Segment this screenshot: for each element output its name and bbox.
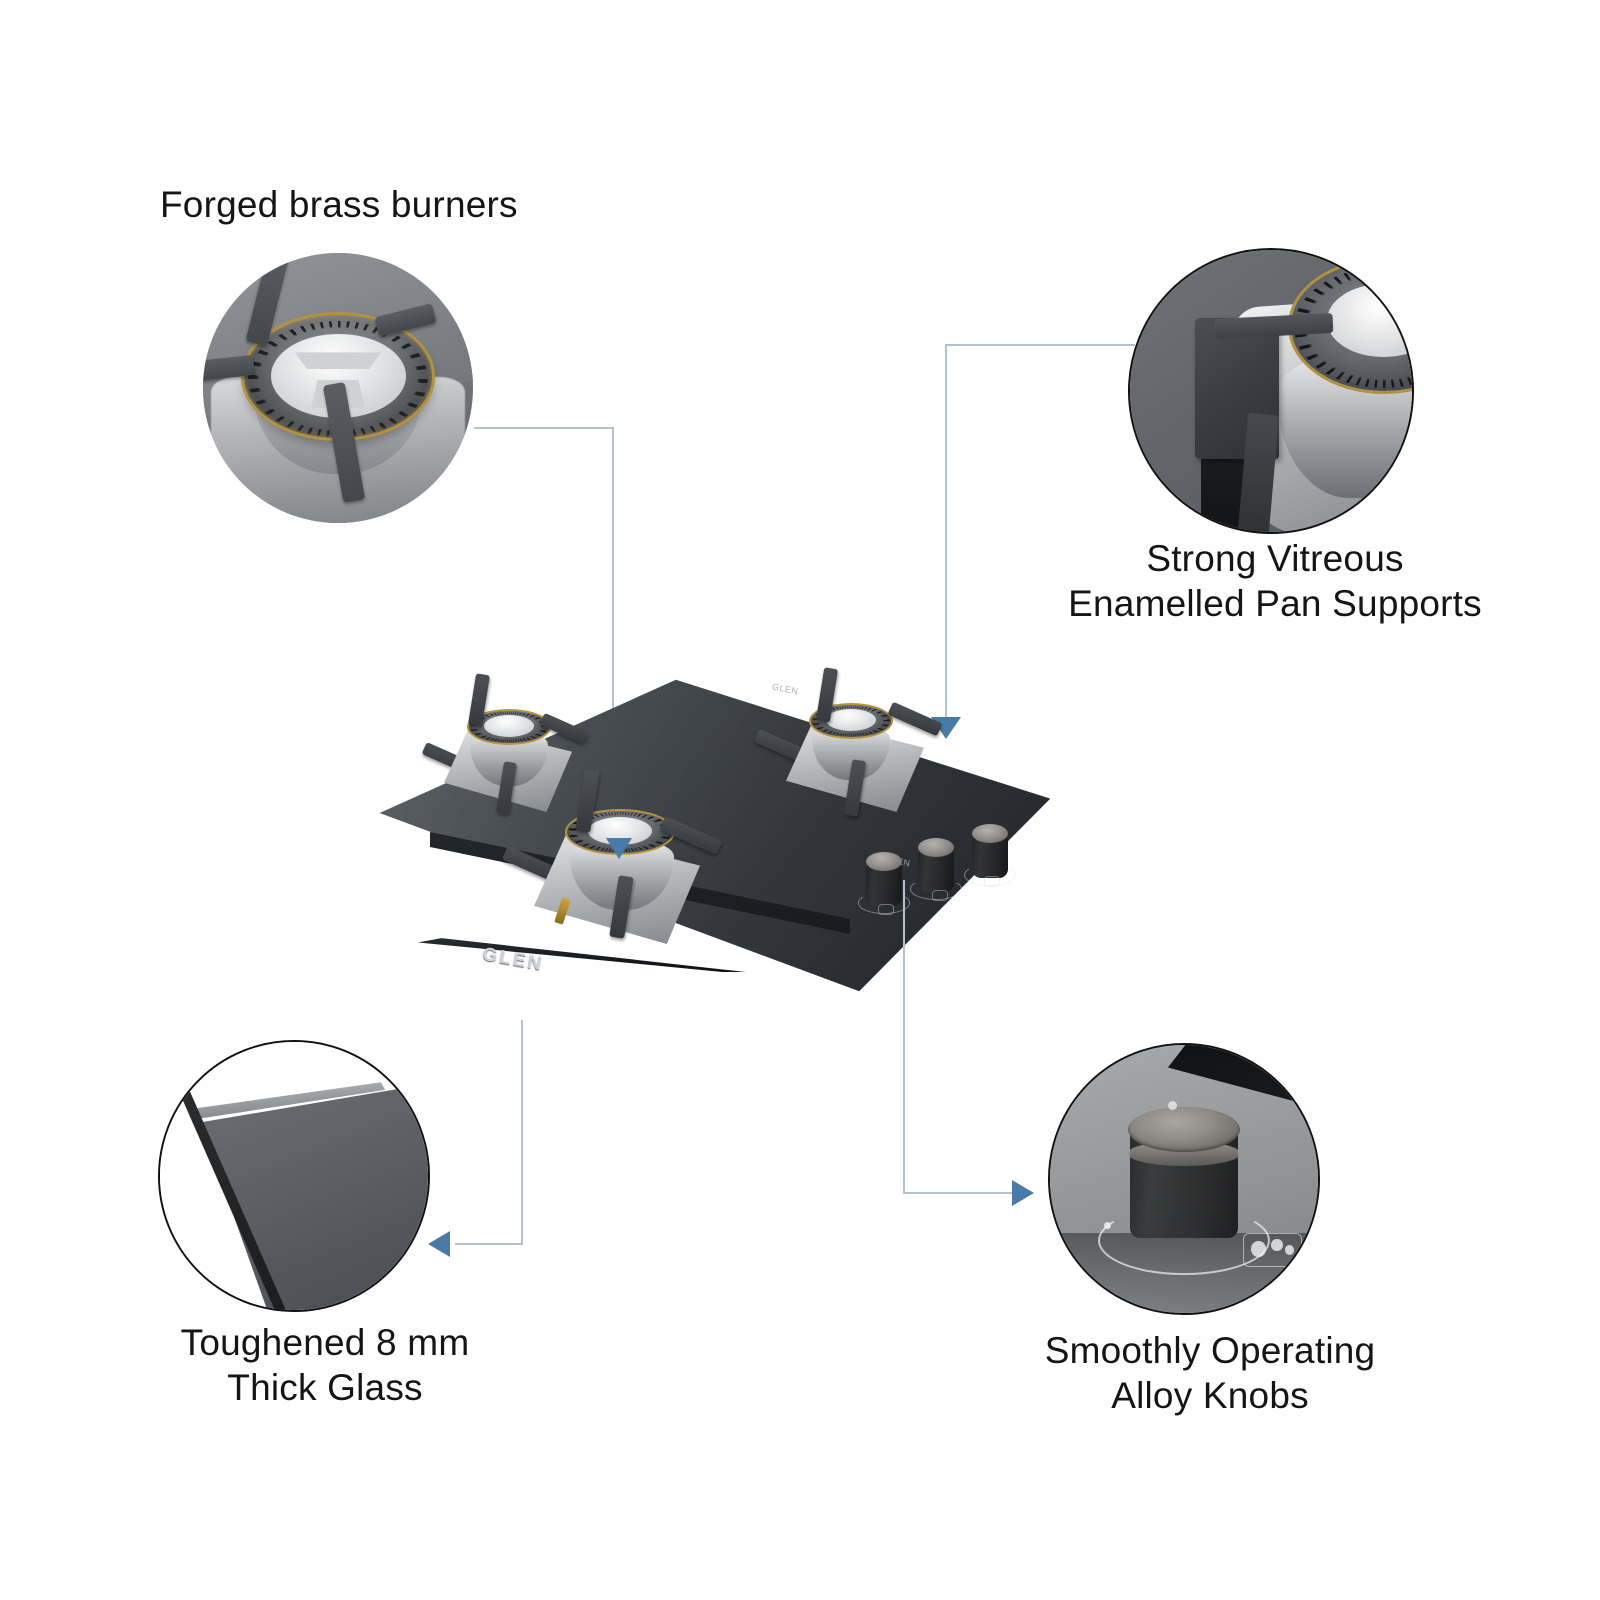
knob-macro-dial-dot [1103,1221,1111,1229]
hob-burner-front-left [501,769,730,946]
connector-knob-horizontal [903,1192,1033,1194]
burner-cap [826,709,876,731]
knob-dial-arc [964,864,1016,886]
callout-pan-support-macro [1128,248,1414,534]
hob-rear-logo: GLEN [771,681,800,697]
connector-knob-vertical [903,880,905,1194]
connector-pan-support-vertical [945,344,947,720]
burner-brass-ring [809,703,893,739]
burner-macro-image [203,253,473,523]
knob-dial-arc [910,878,962,900]
connector-burner-horizontal [474,427,614,429]
knob-alloy-top [972,824,1008,843]
connector-glass-vertical [521,1020,523,1244]
knob-alloy-top [866,852,902,871]
feature-label-pan-supports: Strong Vitreous Enamelled Pan Supports [1068,538,1482,625]
burner-cap [484,715,534,737]
arrow-knob-right [1012,1180,1034,1206]
knob-macro-indicator-nub [1167,1101,1177,1111]
arrow-burner-target [606,838,632,859]
hob-burner-rear-right [753,667,956,824]
pan-support-macro-image [1130,250,1412,532]
feature-label-alloy-knobs: Smoothly Operating Alloy Knobs [1044,1330,1376,1417]
callout-knob-macro [1048,1043,1320,1315]
knob-alloy-top [918,838,954,857]
callout-burner-macro [203,253,473,523]
arrow-glass-left [428,1231,450,1257]
connector-pan-support-horizontal [945,344,1135,346]
feature-label-toughened-glass: Toughened 8 mm Thick Glass [180,1322,470,1409]
connector-glass-horizontal [455,1243,523,1245]
knob-macro-image [1050,1045,1318,1313]
burner-indicator-icon-1 [878,904,894,915]
glass-edge-macro-image [160,1042,428,1310]
callout-glass-edge-macro [158,1040,430,1312]
connector-burner-vertical [612,427,614,831]
burner-indicator-icon-2 [932,890,948,901]
knob-macro-burner-icon [1242,1232,1302,1268]
knob-dial-arc [858,892,910,914]
hob-burner-rear-left [421,673,604,824]
pan-support-arm [887,701,943,737]
knob-macro-alloy-top [1127,1106,1241,1153]
pan-support-macro-cap [1327,283,1412,358]
knob-macro-dial-arc [1098,1205,1270,1276]
feature-label-forged-brass-burners: Forged brass burners [160,184,518,225]
product-image-gas-hob: GLEN GLEN [360,660,1140,1020]
burner-indicator-icon-3 [984,876,1000,887]
